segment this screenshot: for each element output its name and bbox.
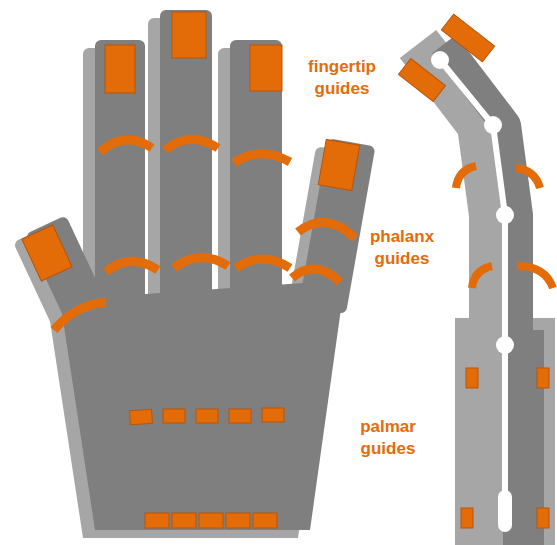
palmar-guide-marks — [130, 408, 284, 528]
phalanx-guide-marks — [54, 139, 355, 330]
part-label: phalanx guides — [360, 226, 444, 270]
fingertip-guide-marks — [22, 12, 360, 281]
part-label: palmar guides — [346, 416, 430, 460]
glove-side-view — [399, 14, 555, 545]
part-label: fingertip guides — [294, 56, 390, 100]
